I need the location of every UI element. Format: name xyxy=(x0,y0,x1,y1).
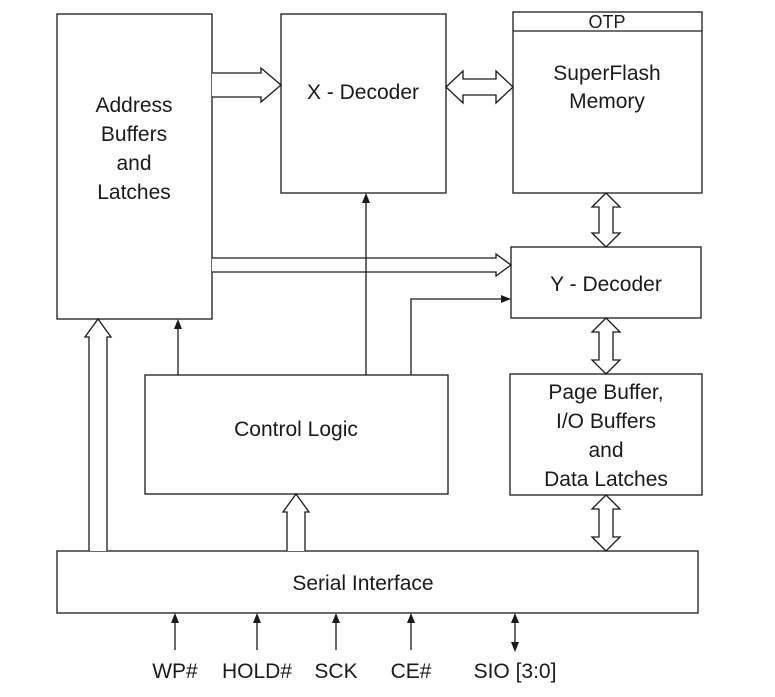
address-buffers-label-line1: Address xyxy=(95,94,172,117)
serial-interface-block xyxy=(56,550,699,614)
sio-pin-label: SIO [3:0] xyxy=(474,660,557,683)
serial-to-address-bus-arrow xyxy=(83,317,113,551)
hold-pin-arrowhead xyxy=(253,613,261,623)
wp-pin-arrowhead xyxy=(171,613,179,623)
serial-to-control-bus-arrow xyxy=(281,492,311,551)
y-decoder-block xyxy=(510,246,702,319)
ydecoder-pagebuffer-bus-arrow xyxy=(590,317,622,375)
address-to-xdecoder-bus-arrow xyxy=(212,66,283,104)
pagebuffer-serial-bus-arrow xyxy=(590,494,622,552)
address-buffers-label-line4: Latches xyxy=(97,181,171,204)
serial-interface-label: Serial Interface xyxy=(292,572,433,595)
page-buffer-label-line4: Data Latches xyxy=(544,468,668,491)
otp-label: OTP xyxy=(588,12,625,32)
y-decoder-label: Y - Decoder xyxy=(550,273,662,296)
x-decoder-block xyxy=(280,13,447,194)
superflash-memory-block xyxy=(512,11,703,194)
sio-pin-arrowhead-up xyxy=(511,613,519,623)
control-logic-block xyxy=(144,374,449,495)
address-buffers-label-line3: and xyxy=(116,152,151,175)
hold-pin-label: HOLD# xyxy=(222,660,292,683)
address-to-ydecoder-bus-arrow xyxy=(212,252,513,278)
sio-pin-arrowhead-down xyxy=(511,642,519,652)
control-to-address-arrowhead xyxy=(174,319,182,329)
page-buffer-label-line3: and xyxy=(588,439,623,462)
address-buffers-label-line2: Buffers xyxy=(101,123,167,146)
sck-pin-arrowhead xyxy=(332,613,340,623)
ce-pin-arrowhead xyxy=(407,613,415,623)
control-to-ydecoder-arrowhead xyxy=(501,295,511,303)
page-buffer-block xyxy=(509,373,703,496)
wp-pin-label: WP# xyxy=(152,660,198,683)
x-decoder-label: X - Decoder xyxy=(307,81,419,104)
control-to-ydecoder-line xyxy=(410,298,503,375)
control-to-xdecoder-arrowhead xyxy=(362,193,370,203)
xdecoder-superflash-bus-arrow xyxy=(445,69,514,105)
superflash-label-line2: Memory xyxy=(569,90,645,113)
control-logic-label: Control Logic xyxy=(234,418,358,441)
superflash-label-line1: SuperFlash xyxy=(553,62,660,85)
page-buffer-label-line1: Page Buffer, xyxy=(548,381,663,404)
ce-pin-label: CE# xyxy=(391,660,432,683)
address-buffers-block xyxy=(56,13,213,320)
page-buffer-label-line2: I/O Buffers xyxy=(556,410,656,433)
sck-pin-label: SCK xyxy=(314,660,357,683)
superflash-ydecoder-bus-arrow xyxy=(590,192,622,248)
